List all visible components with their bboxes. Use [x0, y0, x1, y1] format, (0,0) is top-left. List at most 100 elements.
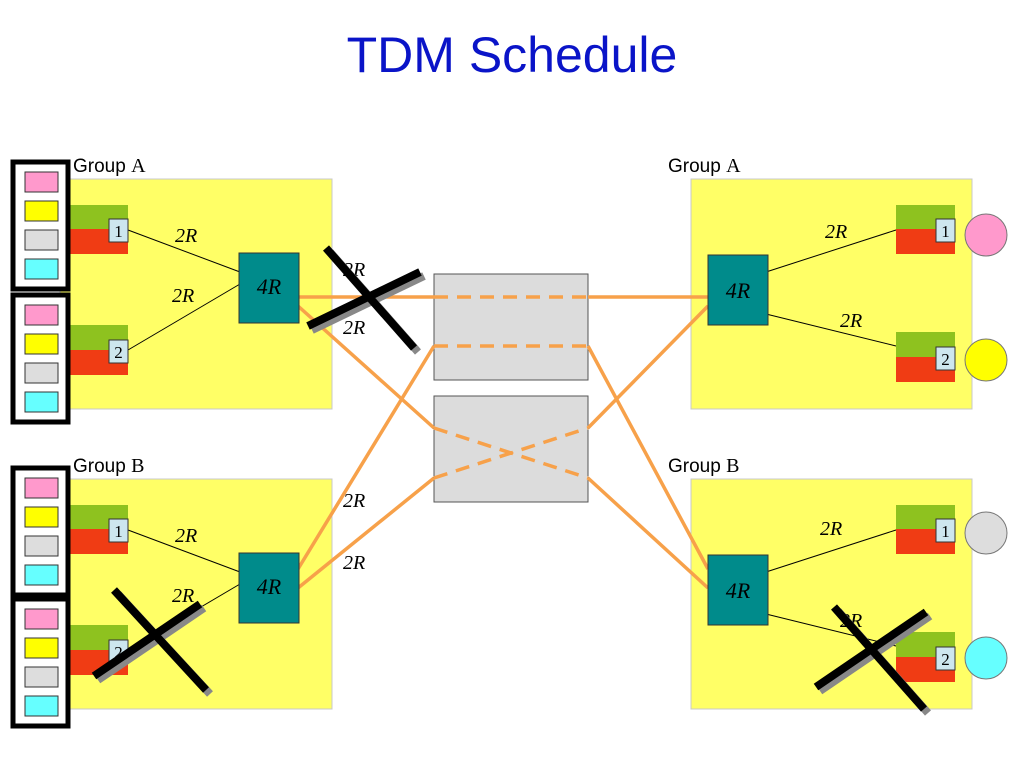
- port-number-box: [935, 346, 956, 371]
- queue-cell-cyan: [24, 258, 59, 280]
- port-number: 1: [114, 522, 123, 541]
- cross-stroke: [831, 604, 927, 712]
- group-label-right-b: Group B: [668, 455, 739, 478]
- group-word: Group: [668, 156, 721, 177]
- queue-cell-pink: [24, 477, 59, 499]
- switch-box: [707, 554, 769, 626]
- group-letter: A: [131, 155, 146, 177]
- port-number-box: [108, 518, 129, 543]
- switch-box: [707, 254, 769, 326]
- buffer-right-a-1: 1: [896, 205, 956, 254]
- output-circle-a-1: [964, 213, 1008, 257]
- output-circle-b-1: [964, 511, 1008, 555]
- group-word: Group: [73, 456, 126, 477]
- port-number-box: [108, 218, 129, 243]
- switch-rate-label: 4R: [726, 578, 751, 603]
- port-number-box: [935, 218, 956, 243]
- buffer-left-a-1: 1: [70, 205, 129, 254]
- port-number: 1: [941, 222, 950, 241]
- link-rb-bottom: [586, 476, 710, 590]
- switch-right-b: 4R: [707, 554, 769, 626]
- link-lines: [296, 295, 710, 590]
- queue-cell-yellow: [24, 506, 59, 528]
- rate-label-la-up-2: 2R: [343, 317, 365, 339]
- cross-stroke: [306, 268, 422, 330]
- port-line-ra-1: [765, 229, 897, 273]
- buffer-left-a-2: 2: [70, 325, 129, 375]
- port-number-box: [935, 646, 956, 671]
- switches: 4R 4R 4R 4R: [238, 252, 769, 626]
- cross-shadow: [95, 604, 207, 684]
- cross-marks: [91, 245, 933, 716]
- port-number-box: [108, 339, 129, 364]
- port-line-lb-1: [127, 529, 241, 573]
- middle-switch-top: [433, 273, 589, 381]
- group-letter: B: [726, 455, 740, 477]
- rate-label-lb-up-2: 2R: [343, 552, 365, 574]
- port-line-la-2: [127, 283, 241, 351]
- port-number: 1: [114, 222, 123, 241]
- buffer-right-a-2: 2: [896, 332, 956, 382]
- group-letter: B: [131, 455, 145, 477]
- buffer-left-b-1: 1: [70, 505, 129, 554]
- cross-shadow: [310, 272, 426, 334]
- output-circle-b-2: [964, 636, 1008, 680]
- queue-cell-yellow: [24, 333, 59, 355]
- rate-label-rb-1: 2R: [820, 518, 842, 540]
- rate-label-la-2: 2R: [172, 285, 194, 307]
- port-number: 2: [941, 650, 950, 669]
- link-lb-top: [296, 345, 436, 570]
- switch-left-a: 4R: [238, 252, 300, 324]
- port-number: 2: [114, 343, 123, 362]
- port-line-rb-1: [765, 529, 897, 573]
- port-number: 1: [941, 522, 950, 541]
- queue-cell-gray: [24, 535, 59, 557]
- cross-stroke: [813, 608, 929, 691]
- switch-left-b: 4R: [238, 552, 300, 624]
- port-line-rb-2: [765, 613, 897, 647]
- switch-rate-label: 4R: [257, 274, 282, 299]
- queue-cell-cyan: [24, 564, 59, 586]
- queue-cell-pink: [24, 171, 59, 193]
- queue-cell-cyan: [24, 695, 59, 717]
- middle-switches: [433, 273, 589, 503]
- page-title: TDM Schedule: [346, 27, 678, 83]
- cross-stroke: [91, 600, 203, 680]
- link-ra-bottom: [586, 304, 710, 430]
- group-word: Group: [73, 156, 126, 177]
- queue-cell-yellow: [24, 637, 59, 659]
- group-word: Group: [668, 456, 721, 477]
- queue-cell-gray: [24, 666, 59, 688]
- port-number: 2: [941, 350, 950, 369]
- switch-rate-label: 4R: [257, 574, 282, 599]
- output-circle-a-2: [964, 338, 1008, 382]
- rate-labels: 2R 2R 2R 2R 2R 2R 2R 2R 2R 2R 2R 2R: [172, 221, 862, 632]
- port-line-la-1: [127, 229, 241, 273]
- group-label-left-b: Group B: [73, 455, 144, 478]
- switch-rate-label: 4R: [726, 278, 751, 303]
- link-rb-top: [586, 345, 710, 570]
- path-bottom-cross-2: [433, 426, 589, 480]
- queue-cell-gray: [24, 362, 59, 384]
- group-label-left-a: Group A: [73, 155, 146, 178]
- group-letter: A: [726, 155, 741, 177]
- cross-mark-left-a-uplink: [306, 245, 426, 355]
- rate-label-ra-2: 2R: [840, 310, 862, 332]
- link-lb-bottom: [296, 476, 436, 590]
- rate-label-ra-1: 2R: [825, 221, 847, 243]
- port-line-ra-2: [765, 313, 897, 347]
- input-queues: [10, 159, 71, 729]
- rate-label-lb-2: 2R: [172, 585, 194, 607]
- switch-box: [238, 552, 300, 624]
- switch-right-a: 4R: [707, 254, 769, 326]
- output-circles: [964, 213, 1008, 680]
- queue-cell-pink: [24, 304, 59, 326]
- buffer-right-b-1: 1: [896, 505, 956, 554]
- cross-stroke: [111, 587, 209, 693]
- queue-cell-yellow: [24, 200, 59, 222]
- queue-cell-gray: [24, 229, 59, 251]
- port-number: 2: [114, 643, 123, 662]
- rate-label-lb-1: 2R: [175, 525, 197, 547]
- middle-switch-bottom: [433, 395, 589, 503]
